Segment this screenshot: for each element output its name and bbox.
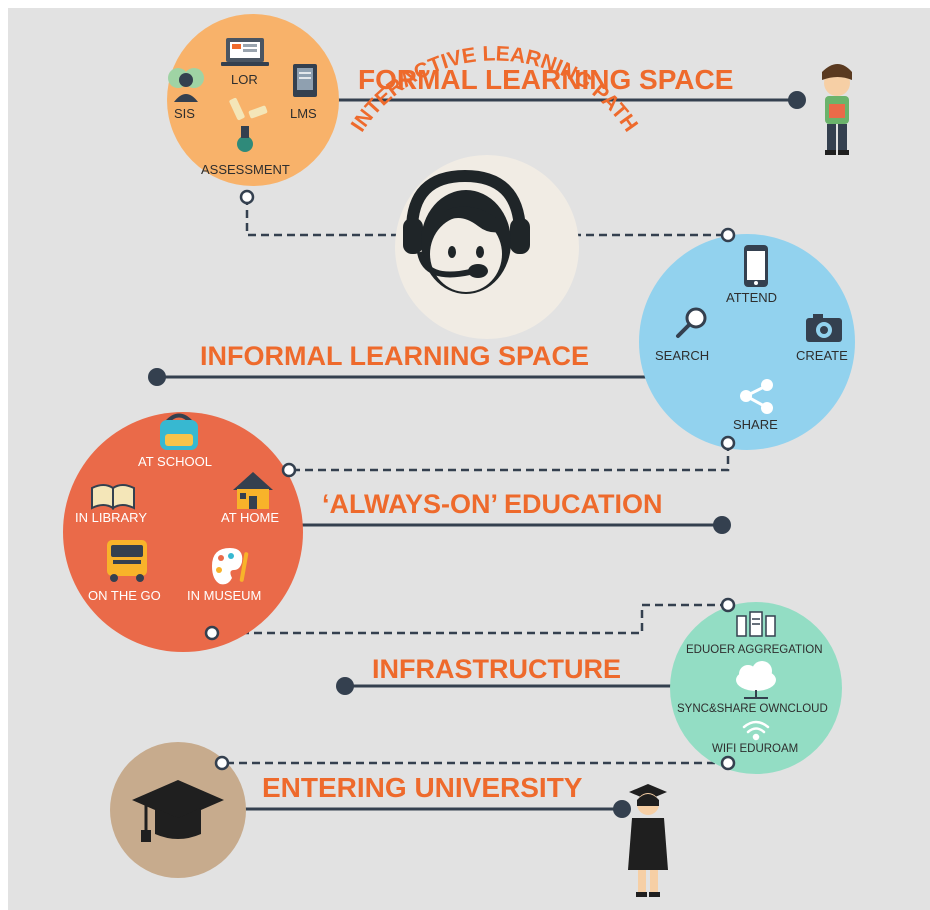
at-home-label: AT HOME: [221, 510, 279, 525]
sync-label: SYNC&SHARE OWNCLOUD: [677, 703, 828, 715]
endpoint-ring: [204, 625, 220, 641]
infrastructure-heading: INFRASTRUCTURE: [372, 654, 621, 684]
formal-heading: FORMAL LEARNING SPACE: [358, 64, 733, 95]
schoolboy-icon: [822, 64, 852, 155]
students-icon: [168, 68, 204, 102]
graduate-icon: [628, 784, 668, 897]
in-library-label: IN LIBRARY: [75, 510, 147, 525]
backpack-icon: [160, 413, 198, 450]
endpoint-dot: [148, 368, 166, 386]
search-label: SEARCH: [655, 348, 709, 363]
dashed-path-3: [212, 603, 728, 635]
laptop-icon: [221, 38, 269, 66]
on-the-go-label: ON THE GO: [88, 588, 161, 603]
dashed-path-2: [289, 443, 730, 472]
endpoint-ring: [720, 755, 736, 771]
informal-heading: INFORMAL LEARNING SPACE: [200, 341, 589, 371]
book-icon: [293, 64, 317, 97]
endpoint-ring: [720, 597, 736, 613]
entering-heading: ENTERING UNIVERSITY: [262, 772, 583, 803]
endpoint-dot: [788, 91, 806, 109]
create-label: CREATE: [796, 348, 848, 363]
formal-circle: [167, 14, 339, 186]
palette-icon: [212, 548, 249, 585]
wifi-icon: [742, 720, 770, 741]
phone-icon: [744, 245, 768, 287]
endpoint-ring: [720, 227, 736, 243]
school-bus-icon: [107, 540, 147, 582]
cloud-icon: [736, 661, 776, 699]
camera-icon: [806, 314, 842, 342]
lms-label: LMS: [290, 106, 317, 121]
in-museum-label: IN MUSEUM: [187, 588, 261, 603]
endpoints: [148, 91, 806, 818]
endpoint-ring: [239, 189, 255, 205]
endpoint-ring: [720, 435, 736, 451]
headset-person-icon: [403, 169, 530, 294]
endpoint-ring: [214, 755, 230, 771]
attend-label: ATTEND: [726, 290, 777, 305]
lor-label: LOR: [231, 72, 258, 87]
endpoint-dot: [613, 800, 631, 818]
share-icon: [740, 379, 773, 414]
servers-icon: [736, 611, 776, 637]
share-label: SHARE: [733, 417, 778, 432]
endpoint-ring: [281, 462, 297, 478]
graduation-cap-icon: [132, 780, 224, 842]
informal-circle: [639, 234, 855, 450]
sis-label: SIS: [174, 106, 195, 121]
solid-connectors: [157, 98, 797, 811]
endpoint-dot: [336, 677, 354, 695]
eduoer-label: EDUOER AGGREGATION: [686, 644, 823, 656]
house-icon: [233, 472, 273, 509]
open-book-icon: [91, 484, 135, 510]
wifi-label: WIFI EDUROAM: [712, 743, 798, 755]
magnifier-icon: [676, 307, 707, 338]
pen-award-icon: [229, 97, 268, 152]
endpoint-dot: [713, 516, 731, 534]
always-on-heading: ‘ALWAYS-ON’ EDUCATION: [322, 489, 663, 519]
always-on-circle: [63, 412, 303, 652]
at-school-label: AT SCHOOL: [138, 454, 212, 469]
assessment-label: ASSESSMENT: [201, 162, 290, 177]
